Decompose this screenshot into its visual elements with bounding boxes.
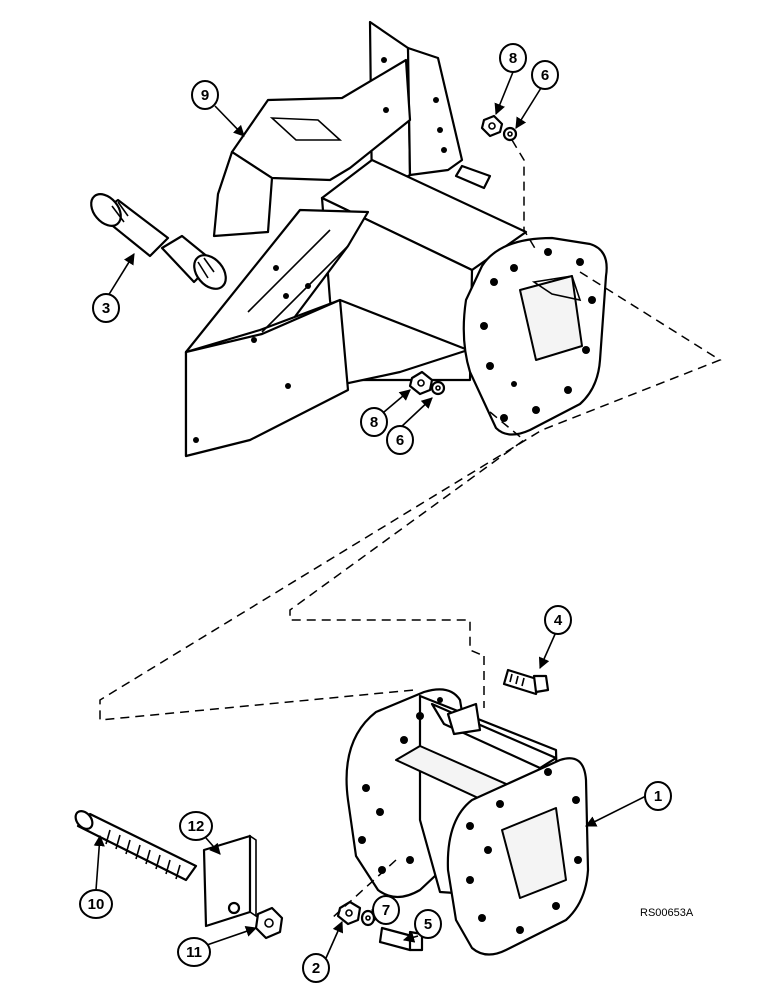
callout-11: 11: [177, 937, 211, 967]
callout-label: 4: [554, 612, 563, 629]
hardware-top: [408, 114, 518, 396]
reference-code: RS00653A: [640, 907, 694, 919]
callout-4: 4: [544, 605, 572, 635]
callout-12: 12: [179, 811, 213, 841]
callout-label: 8: [370, 414, 378, 431]
tube-assembly-bottom: [345, 688, 590, 956]
callout-label: 5: [424, 916, 432, 933]
hex-nut: [254, 906, 284, 940]
callout-1: 1: [644, 781, 672, 811]
callout-label: 8: [509, 50, 517, 67]
callout-8-mid: 8: [360, 407, 388, 437]
callout-label: 9: [201, 87, 209, 104]
alignment-lines: [99, 139, 722, 919]
callout-2: 2: [302, 953, 330, 983]
callout-label: 11: [186, 944, 202, 961]
callout-leaders: [93, 71, 647, 959]
callout-5: 5: [414, 909, 442, 939]
callout-8-top: 8: [499, 43, 527, 73]
callout-6-top: 6: [531, 60, 559, 90]
spacer-plate: [202, 834, 257, 928]
callout-label: 6: [541, 67, 549, 84]
callout-6-mid: 6: [386, 425, 414, 455]
bolt-top: [502, 668, 550, 696]
callout-label: 10: [88, 896, 105, 913]
splined-shaft: [90, 193, 227, 290]
callout-label: 1: [654, 788, 662, 805]
callout-label: 6: [396, 432, 404, 449]
threaded-rod: [74, 810, 198, 882]
callout-label: 3: [102, 300, 110, 317]
callout-label: 2: [312, 960, 320, 977]
callout-10: 10: [79, 889, 113, 919]
hardware-bottom: [336, 900, 424, 952]
callout-label: 7: [382, 902, 390, 919]
callout-3: 3: [92, 293, 120, 323]
callout-9: 9: [191, 80, 219, 110]
callout-label: 12: [188, 818, 205, 835]
callout-7: 7: [372, 895, 400, 925]
